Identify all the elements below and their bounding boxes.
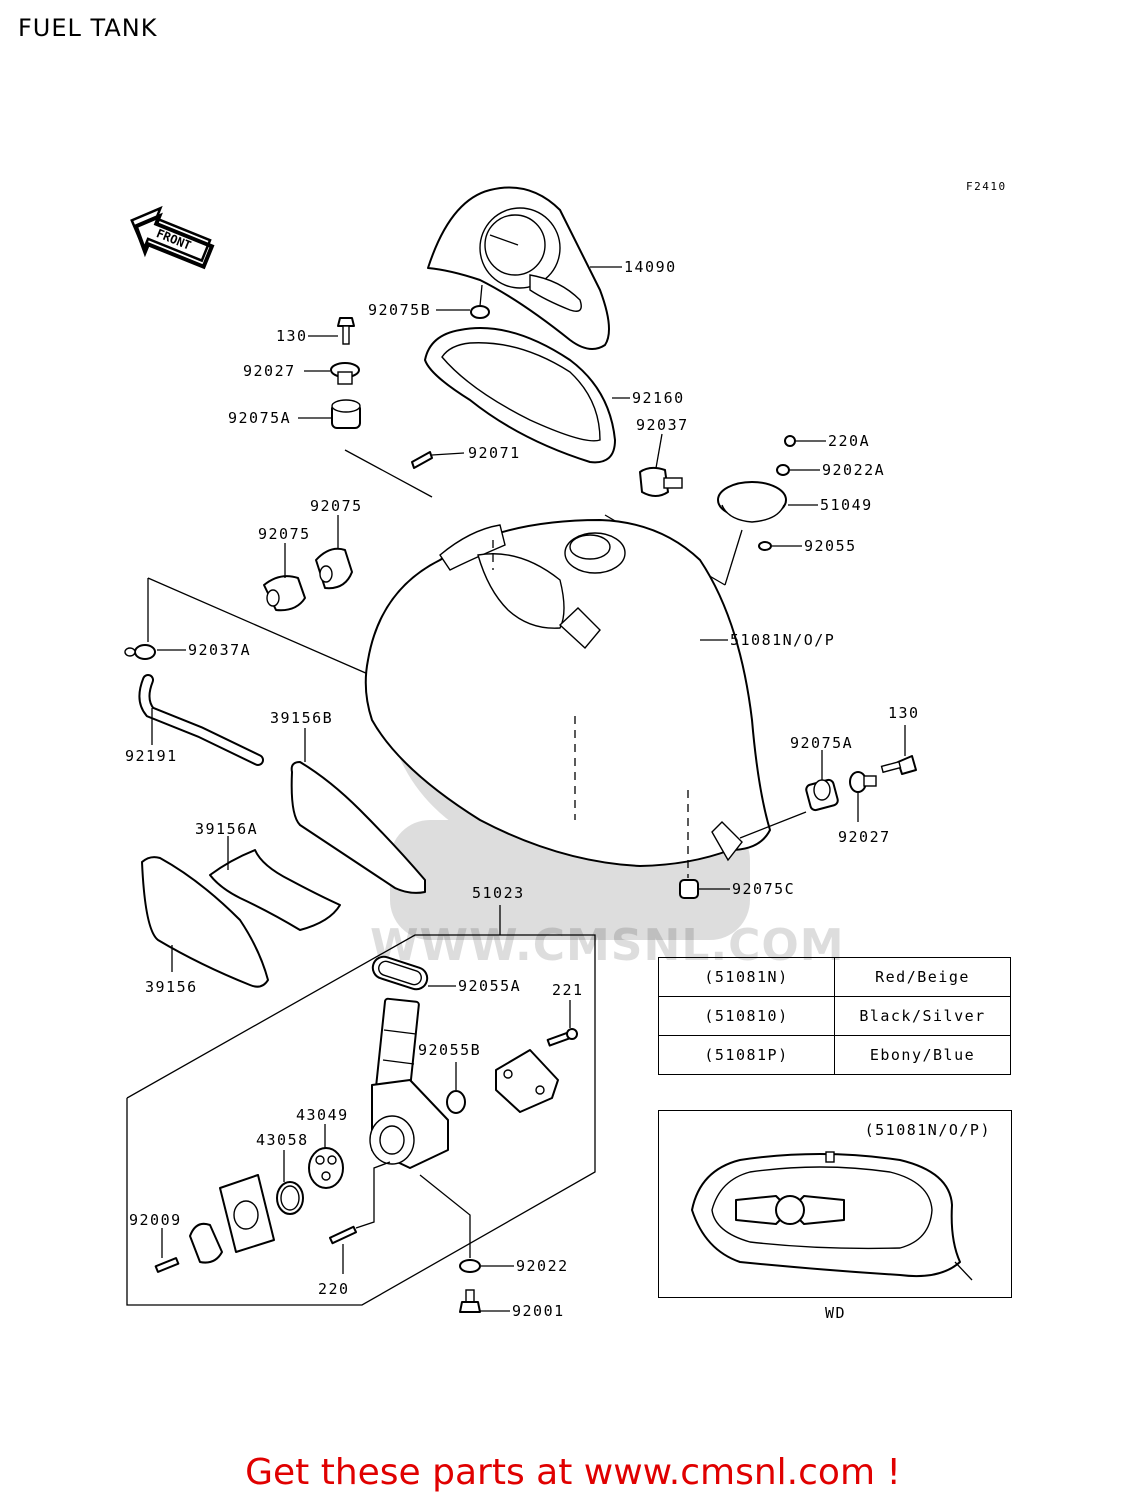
part-92055A-oring xyxy=(371,955,429,991)
figure-code: F2410 xyxy=(966,180,1007,193)
part-92071-spring xyxy=(411,451,433,469)
part-130-bolt-right xyxy=(880,755,917,775)
label-92075A-right: 92075A xyxy=(790,734,853,752)
label-92075A-left: 92075A xyxy=(228,409,291,427)
label-51049: 51049 xyxy=(820,496,873,514)
label-92075-lower: 92075 xyxy=(258,525,311,543)
label-92001: 92001 xyxy=(512,1302,565,1320)
inset-caption: WD xyxy=(825,1304,847,1322)
label-43049: 43049 xyxy=(296,1106,349,1124)
label-220A: 220A xyxy=(828,432,870,450)
label-92022: 92022 xyxy=(516,1257,569,1275)
part-92075A-grommet-left xyxy=(331,399,361,429)
part-92160-gasket xyxy=(424,327,616,464)
label-92022A: 92022A xyxy=(822,461,885,479)
part-39156A-pad xyxy=(209,849,341,931)
label-92160: 92160 xyxy=(632,389,685,407)
label-130-right: 130 xyxy=(888,704,920,722)
part-221-screw xyxy=(546,1028,578,1047)
part-92037-clamp xyxy=(639,466,683,497)
label-14090: 14090 xyxy=(624,258,677,276)
label-221: 221 xyxy=(552,981,584,999)
part-92055-oring xyxy=(758,541,772,551)
label-92037A: 92037A xyxy=(188,641,251,659)
part-92075-damper-upper xyxy=(315,547,353,590)
part-92075-damper-lower xyxy=(263,575,306,612)
part-14090-cover xyxy=(427,186,610,350)
color-options-table: (51081N) Red/Beige (510810) Black/Silver… xyxy=(658,957,1011,1075)
page-title: FUEL TANK xyxy=(18,14,158,42)
inset-tank-illustration xyxy=(691,1151,973,1281)
table-cell-code: (51081N) xyxy=(658,957,835,997)
table-cell-color: Black/Silver xyxy=(834,996,1011,1036)
cta-link[interactable]: Get these parts at www.cmsnl.com ! xyxy=(245,1452,901,1493)
part-130-bolt-top xyxy=(337,317,355,345)
part-51081-fuel-tank xyxy=(364,519,771,867)
part-92075A-grommet-right xyxy=(805,778,839,812)
label-130-top: 130 xyxy=(276,327,308,345)
part-39156B-pad xyxy=(290,761,426,894)
label-92027-right: 92027 xyxy=(838,828,891,846)
part-92055B-oring xyxy=(446,1090,466,1114)
inset-box: (51081N/O/P) xyxy=(658,1110,1012,1298)
label-92075B: 92075B xyxy=(368,301,431,319)
part-92027-collar-right xyxy=(849,771,877,793)
part-92022A-washer xyxy=(776,464,790,476)
front-arrow-icon: FRONT xyxy=(130,205,215,270)
table-cell-color: Ebony/Blue xyxy=(834,1035,1011,1075)
part-92075C-grommet xyxy=(679,879,699,899)
label-92071: 92071 xyxy=(468,444,521,462)
label-92075-upper: 92075 xyxy=(310,497,363,515)
label-92037: 92037 xyxy=(636,416,689,434)
label-92009: 92009 xyxy=(129,1211,182,1229)
label-92075C: 92075C xyxy=(732,880,795,898)
part-lever-knob xyxy=(189,1222,223,1264)
label-92027-left: 92027 xyxy=(243,362,296,380)
table-cell-color: Red/Beige xyxy=(834,957,1011,997)
label-220: 220 xyxy=(318,1280,350,1298)
part-92075B-grommet xyxy=(470,305,490,319)
table-cell-code: (510810) xyxy=(658,996,835,1036)
part-92009-screw xyxy=(154,1257,180,1273)
part-lever-plate xyxy=(219,1174,275,1253)
label-43058: 43058 xyxy=(256,1131,309,1149)
part-92001-bolt xyxy=(459,1289,481,1313)
label-39156: 39156 xyxy=(145,978,198,996)
part-92191-hose xyxy=(138,674,264,766)
label-51023: 51023 xyxy=(472,884,525,902)
part-51049-cap xyxy=(717,481,787,523)
label-92055A: 92055A xyxy=(458,977,521,995)
label-92191: 92191 xyxy=(125,747,178,765)
table-row: (51081P) Ebony/Blue xyxy=(658,1035,1011,1075)
label-39156B: 39156B xyxy=(270,709,333,727)
table-row: (51081N) Red/Beige xyxy=(658,957,1011,997)
part-51023-fuel-cock xyxy=(369,997,449,1169)
part-39156-pad xyxy=(141,856,269,988)
part-92037A-clip xyxy=(124,644,156,660)
label-39156A: 39156A xyxy=(195,820,258,838)
table-row: (510810) Black/Silver xyxy=(658,996,1011,1036)
inset-label: (51081N/O/P) xyxy=(864,1121,991,1139)
part-92022-washer xyxy=(459,1259,481,1273)
part-43049-gasket xyxy=(308,1147,344,1189)
label-51081: 51081N/O/P xyxy=(730,631,835,649)
part-92027-collar-left xyxy=(330,362,360,385)
label-92055B: 92055B xyxy=(418,1041,481,1059)
part-220-screw xyxy=(328,1225,358,1245)
table-cell-code: (51081P) xyxy=(658,1035,835,1075)
label-92055: 92055 xyxy=(804,537,857,555)
part-valve-cover-plate xyxy=(495,1049,559,1113)
part-220A-screw xyxy=(784,435,796,447)
